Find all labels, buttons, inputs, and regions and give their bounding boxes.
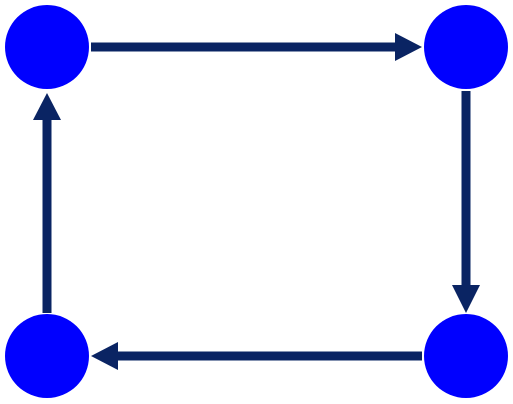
node-top-right bbox=[424, 5, 508, 89]
arrowhead-icon bbox=[452, 285, 480, 313]
edge-top-left-to-top-right bbox=[91, 33, 422, 61]
edge-bottom-left-to-top-left bbox=[33, 93, 61, 313]
node-bottom-left bbox=[5, 314, 89, 398]
edge-bottom-right-to-bottom-left bbox=[91, 342, 422, 370]
node-top-left bbox=[5, 5, 89, 89]
node-bottom-right bbox=[424, 314, 508, 398]
arrowhead-icon bbox=[33, 93, 61, 120]
edge-top-right-to-bottom-right bbox=[452, 91, 480, 313]
arrowhead-icon bbox=[91, 342, 118, 370]
arrowhead-icon bbox=[395, 33, 422, 61]
